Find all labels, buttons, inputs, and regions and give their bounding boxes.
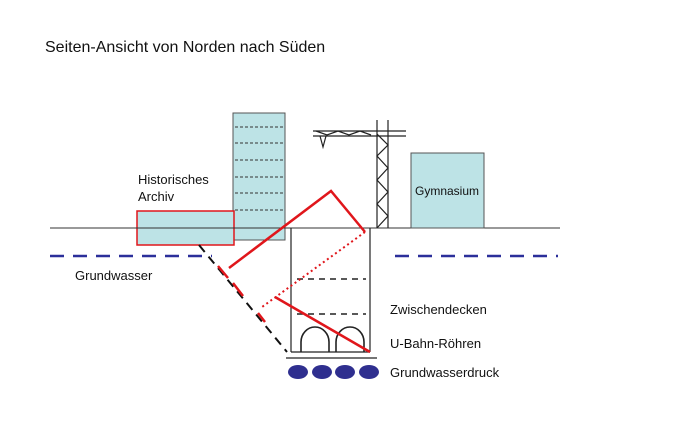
crane-icon xyxy=(313,120,406,229)
groundwater-pressure-icons xyxy=(288,365,379,379)
slip-line xyxy=(198,244,288,353)
collapse-outline xyxy=(217,189,371,354)
slabs-label: Zwischendecken xyxy=(390,302,487,317)
gymnasium-label: Gymnasium xyxy=(415,184,479,198)
pressure-label: Grundwasserdruck xyxy=(390,365,500,380)
diagram-title: Seiten-Ansicht von Norden nach Süden xyxy=(45,39,325,56)
tubes-label: U-Bahn-Röhren xyxy=(390,336,481,351)
archive-label-1: Historisches xyxy=(138,172,209,187)
construction-pit xyxy=(286,228,377,359)
gymnasium-building xyxy=(410,152,485,229)
groundwater-label: Grundwasser xyxy=(75,268,153,283)
tall-building xyxy=(232,112,286,241)
archive-label-2: Archiv xyxy=(138,189,175,204)
